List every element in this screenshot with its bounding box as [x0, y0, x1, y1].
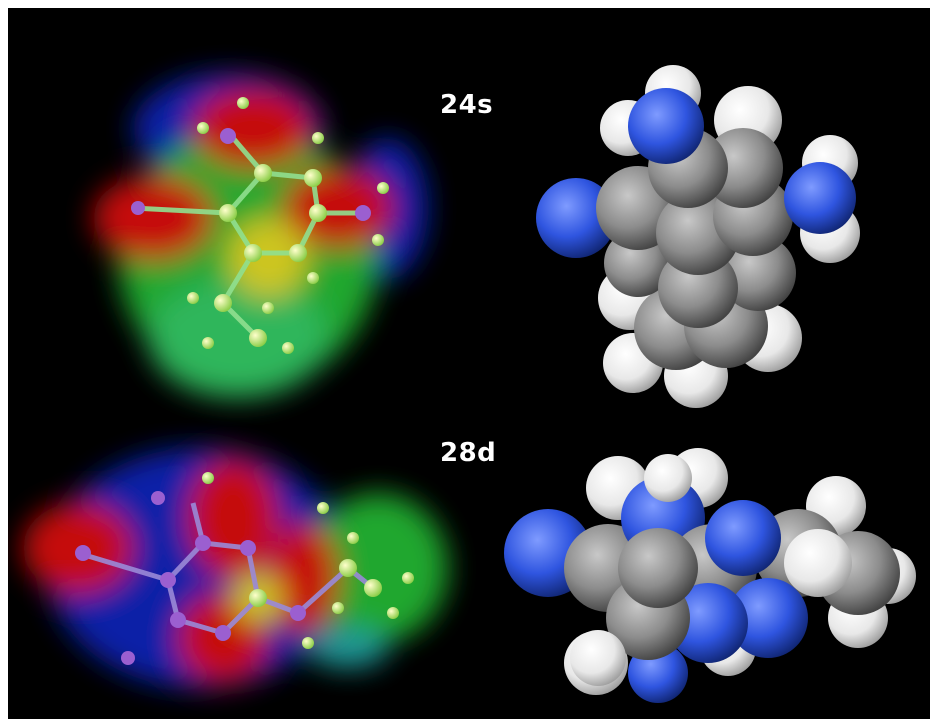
molecule-canvas: 24s 28d	[8, 8, 930, 719]
compound-label-28d: 28d	[440, 438, 497, 468]
24s-space-filling	[536, 65, 860, 408]
compound-label-24s: 24s	[440, 90, 494, 120]
24s-electrostatic-map	[93, 73, 428, 398]
28d-electrostatic-map	[23, 448, 448, 688]
28d-space-filling	[504, 448, 916, 703]
molecule-illustrations	[23, 65, 916, 703]
